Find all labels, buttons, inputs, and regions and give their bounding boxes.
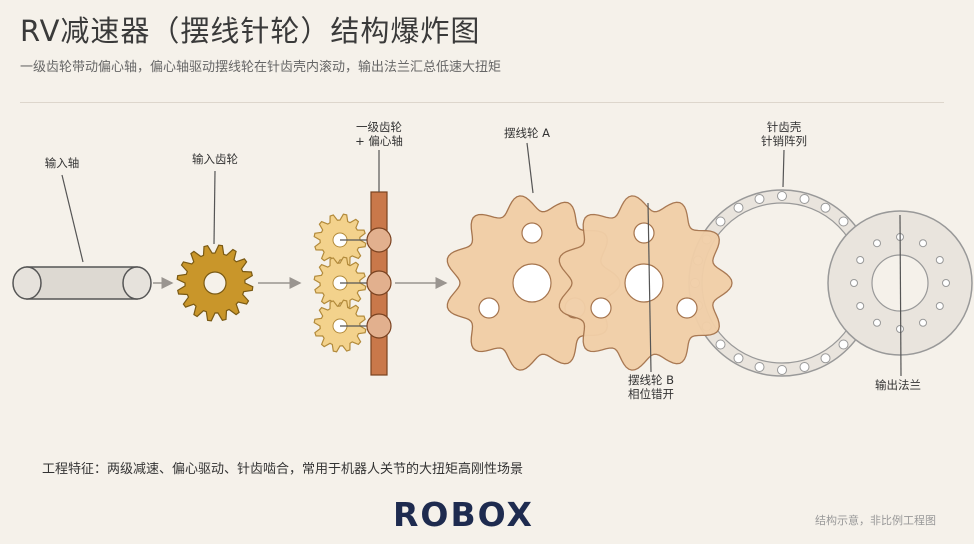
label-pin-housing-line2: 针销阵列 <box>761 134 807 148</box>
flange-bolt-hole <box>873 318 881 327</box>
label-stage1-line1: 一级齿轮 <box>356 120 402 134</box>
flange-bolt-hole <box>873 239 881 248</box>
input-shaft <box>12 266 152 300</box>
pin-housing <box>688 189 876 377</box>
flange-bolt-hole <box>919 239 927 248</box>
label-cycloid-a: 摆线轮 A <box>504 126 550 140</box>
pin-hole <box>754 194 765 204</box>
pin-hole <box>777 365 787 375</box>
pin-hole <box>733 353 744 364</box>
pin-hole <box>820 202 831 213</box>
label-output-flange: 输出法兰 <box>875 378 921 392</box>
flange-bolt-hole <box>856 256 865 264</box>
pin-hole <box>777 191 787 201</box>
engineering-feature-note: 工程特征：两级减速、偏心驱动、针齿啮合，常用于机器人关节的大扭矩高刚性场景 <box>42 462 524 477</box>
label-stage1-line2: + 偏心轴 <box>355 134 403 148</box>
pin-hole <box>715 339 726 350</box>
label-input-gear: 输入齿轮 <box>192 152 238 166</box>
pin-hole <box>838 339 849 350</box>
page-subtitle: 一级齿轮带动偏心轴，偏心轴驱动摆线轮在针齿壳内滚动，输出法兰汇总低速大扭矩 <box>20 60 502 75</box>
schematic-note: 结构示意，非比例工程图 <box>815 514 936 527</box>
pin-hole <box>799 194 810 204</box>
label-cycloid-b-line1: 摆线轮 B <box>628 373 674 387</box>
cycloid-disc-b <box>558 195 733 371</box>
label-cycloid-b-line2: 相位错开 <box>628 387 674 401</box>
pin-hole <box>838 216 849 227</box>
pin-hole <box>799 362 810 372</box>
page-title: RV减速器（摆线针轮）结构爆炸图 <box>20 14 481 48</box>
flange-bolt-hole <box>856 302 865 310</box>
leader-lines <box>61 142 902 377</box>
robox-logo: ROBOX <box>393 495 534 533</box>
pin-hole <box>715 216 726 227</box>
label-input-shaft: 输入轴 <box>45 156 80 170</box>
pin-hole <box>754 362 765 372</box>
pin-hole <box>733 202 744 213</box>
flange-bolt-hole <box>942 279 950 287</box>
eccentric-shaft <box>366 191 392 376</box>
logo-wordmark: ROBOX <box>393 495 534 533</box>
pin-hole <box>820 353 831 364</box>
cycloid-disc-a <box>446 195 621 371</box>
header-divider <box>20 102 944 103</box>
flange-bolt-hole <box>850 279 858 287</box>
flange-bolt-hole <box>935 256 944 264</box>
label-pin-housing-line1: 针齿壳 <box>767 120 802 134</box>
flange-bolt-hole <box>896 325 904 333</box>
flange-bolt-hole <box>919 318 927 327</box>
stage1-gears <box>313 213 378 353</box>
input-gear <box>176 244 254 322</box>
flange-bolt-hole <box>935 302 944 310</box>
